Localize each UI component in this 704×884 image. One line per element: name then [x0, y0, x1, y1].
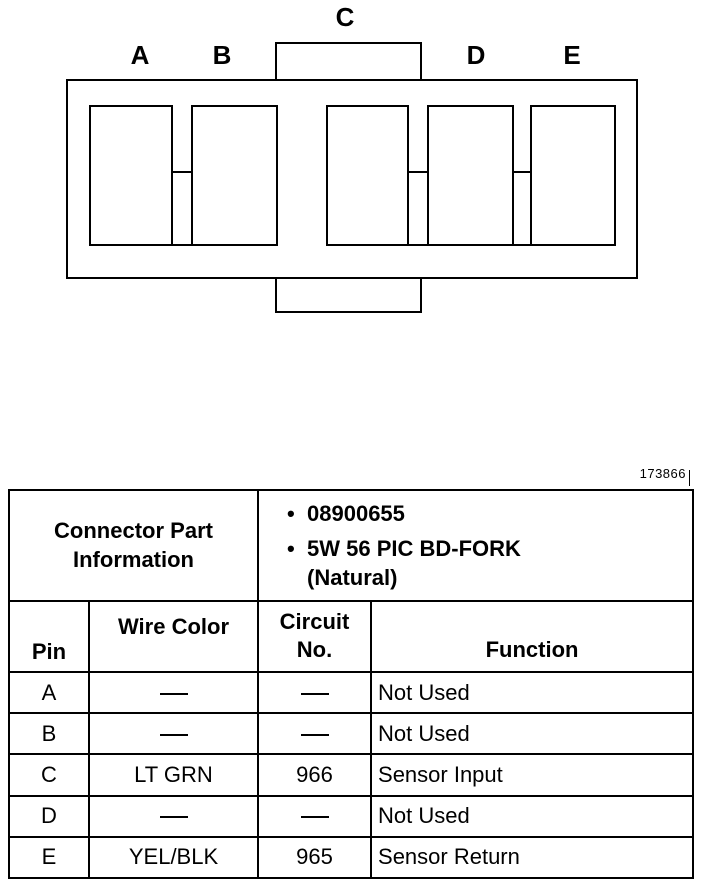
table-row: E YEL/BLK 965 Sensor Return — [8, 835, 695, 880]
pin-label-c: C — [336, 2, 355, 32]
cavity-c — [326, 105, 409, 246]
pin-label-e: E — [563, 40, 580, 70]
figure-number-tick — [689, 470, 690, 486]
cell-pin: D — [8, 794, 90, 838]
part-description: 5W 56 PIC BD-FORK (Natural) — [279, 534, 692, 592]
table-row: B Not Used — [8, 712, 695, 756]
cell-pin: A — [8, 670, 90, 715]
cell-function: Sensor Input — [370, 753, 695, 797]
dash-mark — [300, 816, 329, 819]
header-function: Function — [370, 599, 695, 673]
cell-circuit: 966 — [257, 753, 373, 797]
part-number: 08900655 — [279, 499, 692, 528]
cell-function: Sensor Return — [370, 835, 695, 880]
cell-function: Not Used — [370, 794, 695, 838]
part-info-label-line2: Information — [73, 547, 194, 573]
cell-circuit — [257, 670, 373, 715]
dash-mark — [300, 733, 329, 736]
table-row: D Not Used — [8, 794, 695, 838]
dash-mark — [159, 733, 188, 736]
pin-label-a: A — [131, 40, 150, 70]
cell-circuit — [257, 794, 373, 838]
header-circuit-line1: Circuit — [279, 609, 350, 635]
dash-mark — [300, 692, 329, 695]
figure-number: 173866 — [639, 466, 686, 481]
cell-wire-color: YEL/BLK — [87, 835, 260, 880]
table-row: C LT GRN 966 Sensor Input — [8, 753, 695, 797]
part-description-line2: (Natural) — [307, 564, 398, 590]
header-wire-color: Wire Color — [87, 599, 260, 673]
connector-bottom-key — [275, 278, 422, 313]
part-info-label-line1: Connector Part — [54, 518, 213, 544]
header-circuit-line2: No. — [296, 637, 333, 663]
cell-circuit: 965 — [257, 835, 373, 880]
part-info-row: Connector Part Information 08900655 5W 5… — [7, 489, 695, 602]
connector-housing — [66, 79, 638, 279]
dash-mark — [159, 816, 188, 819]
cavity-a — [89, 105, 173, 246]
cell-wire-color — [87, 794, 260, 838]
cell-wire-color — [87, 670, 260, 715]
cell-pin: C — [8, 753, 90, 797]
cell-pin: E — [8, 835, 90, 880]
cavity-b — [191, 105, 278, 246]
header-circuit: Circuit No. — [257, 599, 373, 673]
part-info-values: 08900655 5W 56 PIC BD-FORK (Natural) — [257, 489, 695, 602]
header-pin: Pin — [8, 599, 90, 673]
bridge-a-b — [172, 171, 192, 246]
cavity-d — [427, 105, 514, 246]
bridge-c-d — [408, 171, 428, 246]
cell-function: Not Used — [370, 670, 695, 715]
connector-top-key — [275, 42, 422, 80]
connector-info-table: Connector Part Information 08900655 5W 5… — [7, 489, 695, 880]
bridge-d-e — [513, 171, 531, 246]
cell-pin: B — [8, 712, 90, 756]
pin-label-b: B — [213, 40, 232, 70]
dash-mark — [159, 692, 188, 695]
pin-label-d: D — [467, 40, 486, 70]
cell-circuit — [257, 712, 373, 756]
table-row: A Not Used — [8, 670, 695, 715]
cell-function: Not Used — [370, 712, 695, 756]
column-header-row: Pin Wire Color Circuit No. Function — [8, 599, 695, 673]
cavity-e — [530, 105, 616, 246]
cell-wire-color: LT GRN — [87, 753, 260, 797]
connector-diagram: A B C D E — [66, 2, 638, 313]
part-description-line1: 5W 56 PIC BD-FORK — [307, 535, 521, 561]
part-info-label: Connector Part Information — [7, 489, 260, 602]
cell-wire-color — [87, 712, 260, 756]
